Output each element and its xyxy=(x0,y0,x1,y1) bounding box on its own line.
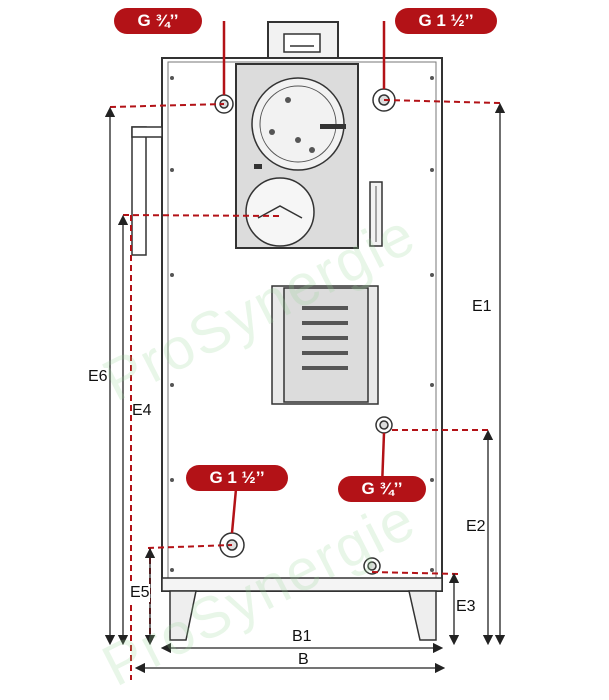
dimension-arrows xyxy=(104,102,506,674)
dim-label-e2: E2 xyxy=(466,518,486,536)
flue-outlet-plate xyxy=(283,33,321,53)
dim-label-b1: B1 xyxy=(292,628,312,645)
access-door xyxy=(283,287,369,403)
side-pipe xyxy=(131,126,147,256)
callout-bottom-left: G 1 ½’’ xyxy=(186,465,288,491)
dim-label-e5: E5 xyxy=(130,584,150,602)
flue-port-disc xyxy=(245,177,315,247)
burner-lever xyxy=(320,124,346,129)
dim-label-e1: E1 xyxy=(472,298,492,316)
boiler-base xyxy=(161,577,443,592)
dim-label-b: B xyxy=(298,651,309,668)
panel-screws xyxy=(170,76,434,572)
callout-top-left: G ¾’’ xyxy=(114,8,202,34)
boiler-feet xyxy=(169,590,437,641)
dim-label-e3: E3 xyxy=(456,598,476,616)
dim-label-e4: E4 xyxy=(132,402,152,420)
callout-bottom-right: G ¾’’ xyxy=(338,476,426,502)
callout-top-right: G 1 ½’’ xyxy=(395,8,497,34)
dim-label-e6: E6 xyxy=(88,368,108,386)
door-vents xyxy=(302,306,348,370)
